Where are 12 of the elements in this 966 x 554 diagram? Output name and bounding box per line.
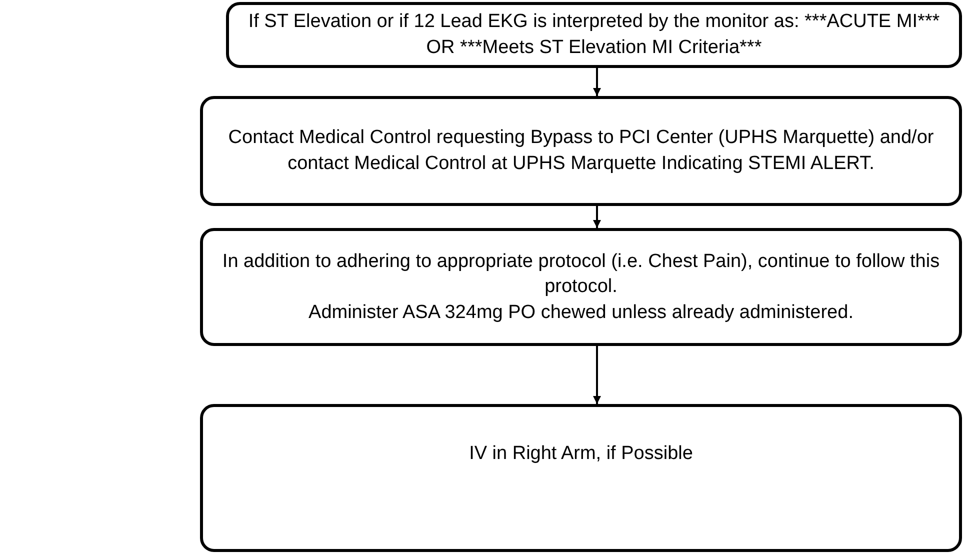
process-box bbox=[200, 96, 962, 206]
arrow bbox=[593, 206, 601, 228]
arrow bbox=[593, 346, 601, 404]
step-text: If ST Elevation or if 12 Lead EKG is interpreted by the monitor as: ***ACUTE MI*** OR ***Meets ST Elevation MI Criteria*** bbox=[247, 10, 941, 60]
step-text: IV in Right Arm, if Possible bbox=[469, 442, 693, 466]
arrow bbox=[593, 68, 601, 96]
step-text: Contact Medical Control requesting Bypass to PCI Center (UPHS Marquette) and/or contact Medical Control at UPHS Marquette Indicating STEMI ALERT. bbox=[227, 126, 935, 176]
process-box bbox=[226, 2, 962, 68]
step-text: In addition to adhering to appropriate protocol (i.e. Chest Pain), continue to follow this protocol. bbox=[221, 250, 941, 300]
step-text: Administer ASA 324mg PO chewed unless already administered. bbox=[308, 300, 854, 325]
process-box bbox=[200, 228, 962, 346]
process-box bbox=[200, 404, 962, 552]
